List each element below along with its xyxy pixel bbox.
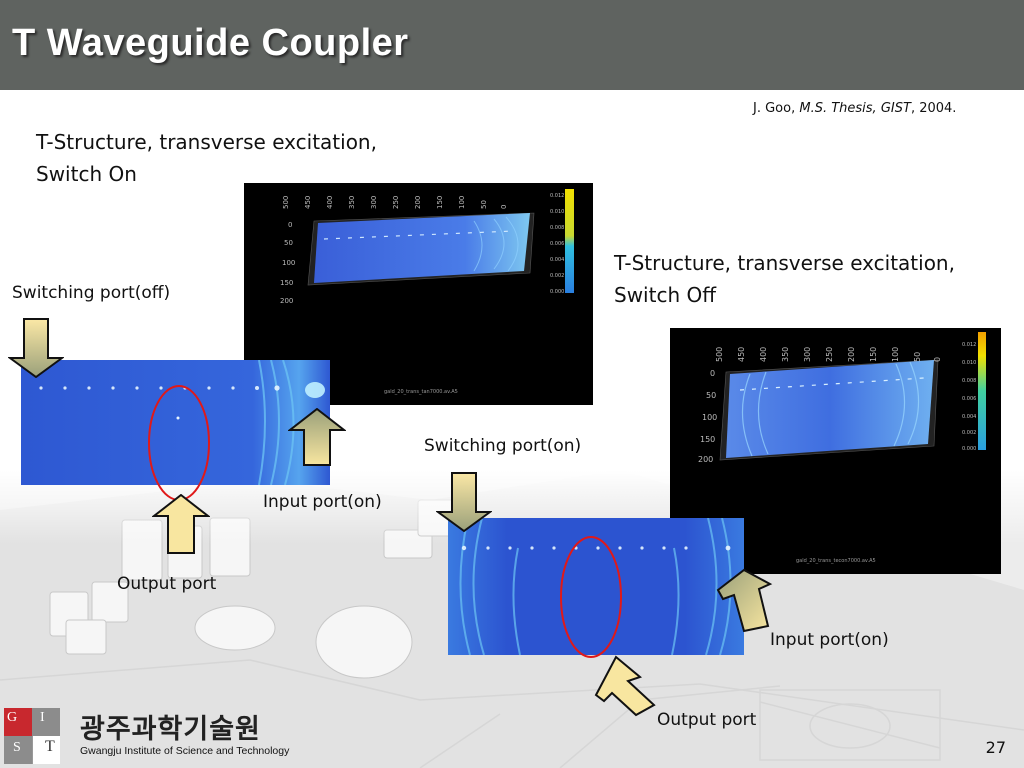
diagonal-arrow-icon: [716, 568, 773, 632]
scale-tick: 0.010: [962, 360, 976, 366]
x-tick: 150: [869, 347, 878, 362]
y-tick: 0: [710, 369, 715, 378]
highlight-ring-switch-off: [560, 536, 622, 658]
heading-line: Switch On: [36, 162, 137, 186]
y-tick: 100: [702, 413, 717, 422]
x-tick: 200: [847, 347, 856, 362]
scale-tick: 0.006: [962, 396, 976, 402]
y-tick: 50: [706, 391, 716, 400]
x-tick: 400: [326, 196, 334, 209]
y-tick: 0: [288, 221, 292, 229]
up-arrow-icon: [288, 408, 346, 466]
down-arrow-icon: [8, 318, 64, 378]
logo-korean-name: 광주과학기술원: [80, 714, 261, 745]
x-tick: 350: [348, 196, 356, 209]
scale-tick: 0.002: [962, 430, 976, 436]
y-tick: 100: [282, 259, 295, 267]
heading-line: T-Structure, transverse excitation,: [614, 251, 955, 275]
down-arrow-icon: [436, 472, 492, 532]
x-tick: 0: [500, 205, 508, 209]
plot-caption: gald_20_trans_tan7000.av.A5: [384, 389, 458, 395]
x-tick: 300: [803, 347, 812, 362]
x-tick: 300: [370, 196, 378, 209]
output-port-label: Output port: [657, 710, 757, 730]
x-tick: 50: [913, 352, 922, 362]
gist-logo-mark: G I S T: [4, 708, 62, 764]
x-tick: 0: [933, 357, 942, 362]
scale-tick: 0.000: [962, 446, 976, 452]
x-tick: 150: [436, 196, 444, 209]
logo-letter: S: [4, 736, 32, 764]
scale-tick: 0.002: [550, 273, 564, 279]
output-port-label: Output port: [117, 574, 217, 594]
x-tick: 250: [392, 196, 400, 209]
x-tick: 500: [282, 196, 290, 209]
x-tick: 350: [781, 347, 790, 362]
scale-tick: 0.012: [962, 342, 976, 348]
scale-tick: 0.008: [962, 378, 976, 384]
y-tick: 150: [280, 279, 293, 287]
x-tick: 200: [414, 196, 422, 209]
switch-on-heading: T-Structure, transverse excitation, Swit…: [36, 126, 377, 190]
input-port-label: Input port(on): [770, 630, 889, 650]
scale-tick: 0.010: [550, 209, 564, 215]
x-tick: 450: [737, 347, 746, 362]
input-port-label: Input port(on): [263, 492, 382, 512]
x-tick: 100: [891, 347, 900, 362]
switch-off-heading: T-Structure, transverse excitation, Swit…: [614, 247, 955, 311]
up-arrow-icon: [152, 494, 210, 554]
y-tick: 200: [698, 455, 713, 464]
x-tick: 100: [458, 196, 466, 209]
logo-english-name: Gwangju Institute of Science and Technol…: [80, 745, 290, 757]
slide-number: 27: [985, 738, 1006, 757]
switching-port-off-label: Switching port(off): [12, 283, 171, 303]
color-scale-bar: [978, 332, 986, 450]
x-tick: 400: [759, 347, 768, 362]
y-tick: 200: [280, 297, 293, 305]
diagonal-arrow-icon: [594, 655, 656, 717]
scale-tick: 0.004: [550, 257, 564, 263]
y-tick: 150: [700, 435, 715, 444]
highlight-ring-switch-on: [148, 385, 210, 501]
y-tick: 50: [284, 239, 293, 247]
scale-tick: 0.004: [962, 414, 976, 420]
slide-title: T Waveguide Coupler: [12, 22, 409, 64]
x-tick-labels: 500 450 400 350 300 250 200 150 100 50 0: [282, 196, 508, 209]
field-plot-switch-on: [21, 360, 330, 485]
logo-letter: T: [32, 736, 60, 764]
title-bar: T Waveguide Coupler: [0, 0, 1024, 90]
x-tick: 50: [480, 200, 488, 209]
logo-letter: I: [32, 708, 60, 736]
scale-tick: 0.008: [550, 225, 564, 231]
scale-tick: 0.000: [550, 289, 564, 295]
logo-letter: G: [4, 708, 32, 736]
scale-tick: 0.006: [550, 241, 564, 247]
heading-line: Switch Off: [614, 283, 717, 307]
citation: J. Goo, M.S. Thesis, GIST, 2004.: [753, 101, 957, 116]
plot-caption: gald_20_trans_tecon7000.av.A5: [796, 558, 876, 564]
heading-line: T-Structure, transverse excitation,: [36, 130, 377, 154]
switching-port-on-label: Switching port(on): [424, 436, 582, 456]
x-tick: 250: [825, 347, 834, 362]
color-scale-bar: [565, 189, 574, 293]
x-tick: 450: [304, 196, 312, 209]
x-tick: 500: [715, 347, 724, 362]
scale-tick: 0.012: [550, 193, 564, 199]
